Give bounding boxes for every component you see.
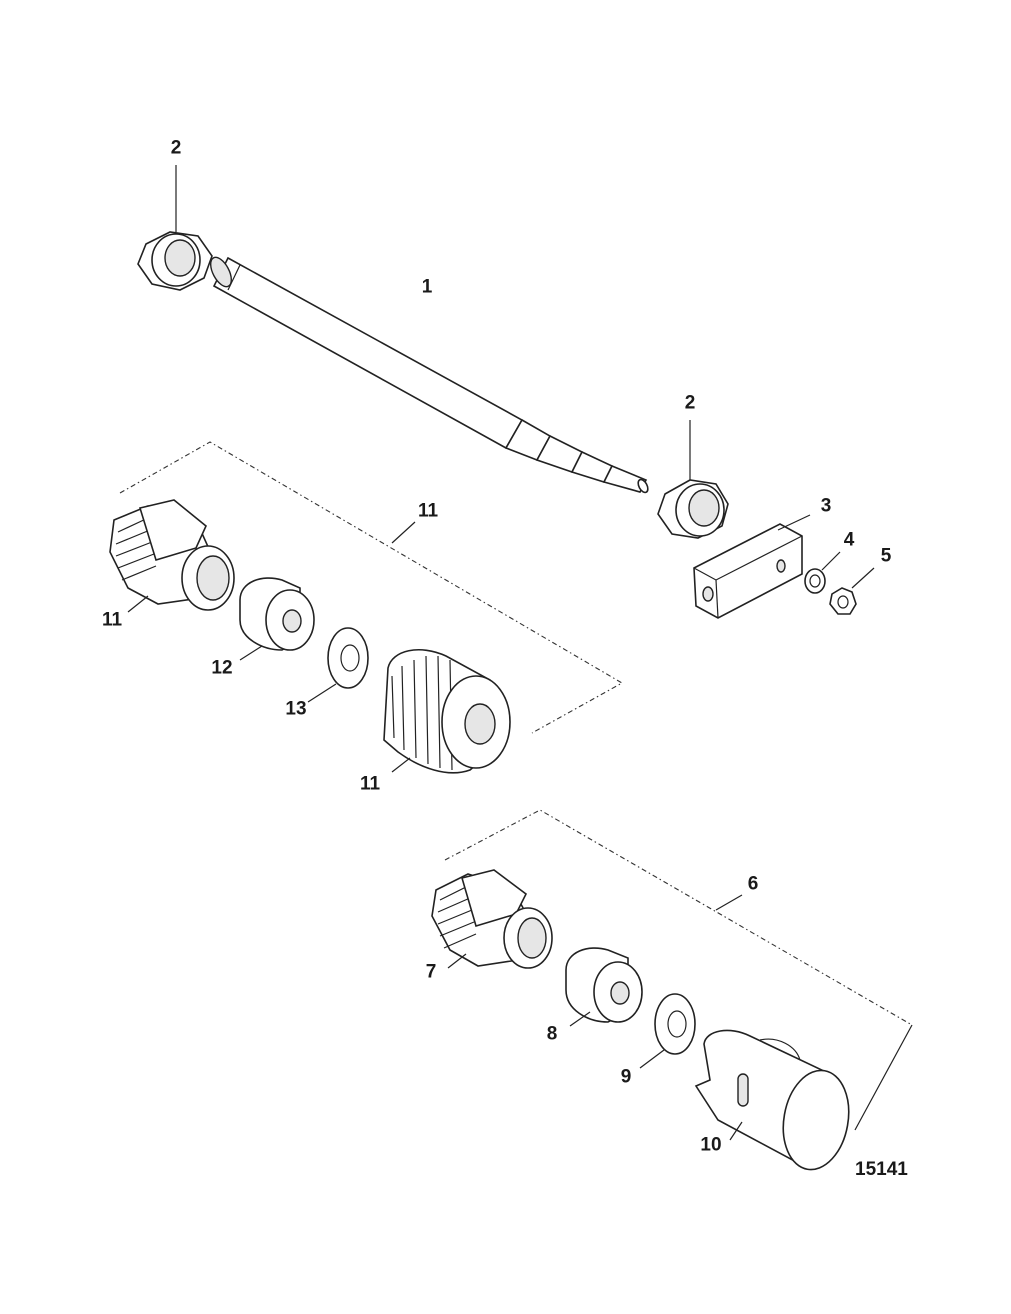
callout-4: 4 [843, 529, 855, 551]
callout-11-fitting: 11 [101, 609, 123, 631]
callout-11-kit: 11 [417, 500, 439, 522]
fitting-part-7 [431, 869, 553, 969]
washer-part-4 [804, 551, 841, 594]
callout-6: 6 [747, 873, 759, 895]
callout-3: 3 [820, 495, 832, 517]
callout-13: 13 [285, 698, 307, 720]
clip-part-9 [639, 993, 696, 1069]
fitting-part-11 [109, 499, 235, 613]
kit-bracket-11 [119, 441, 624, 734]
callout-7: 7 [425, 961, 437, 983]
figure-number: 15141 [855, 1159, 908, 1180]
callout-1: 1 [421, 276, 433, 298]
callout-2-lower: 2 [684, 392, 696, 414]
clip-part-13 [307, 627, 369, 703]
callout-10: 10 [700, 1134, 722, 1156]
bushing-part-12 [239, 577, 315, 661]
callout-8: 8 [546, 1023, 558, 1045]
callout-12: 12 [211, 657, 233, 679]
bushing-part-8 [565, 947, 643, 1027]
callout-5: 5 [880, 545, 892, 567]
sleeve-part-10 [694, 1029, 850, 1171]
nut-part-2-upper [137, 165, 213, 291]
shaft-part-1 [209, 256, 649, 494]
nut-part-5 [829, 567, 875, 615]
callout-9: 9 [620, 1066, 632, 1088]
nut-part-2-lower [657, 420, 729, 539]
callout-11-knurled: 11 [359, 773, 381, 795]
callout-2-upper: 2 [170, 137, 182, 159]
knurled-nut-part-11 [383, 648, 511, 774]
block-part-3 [693, 514, 811, 619]
